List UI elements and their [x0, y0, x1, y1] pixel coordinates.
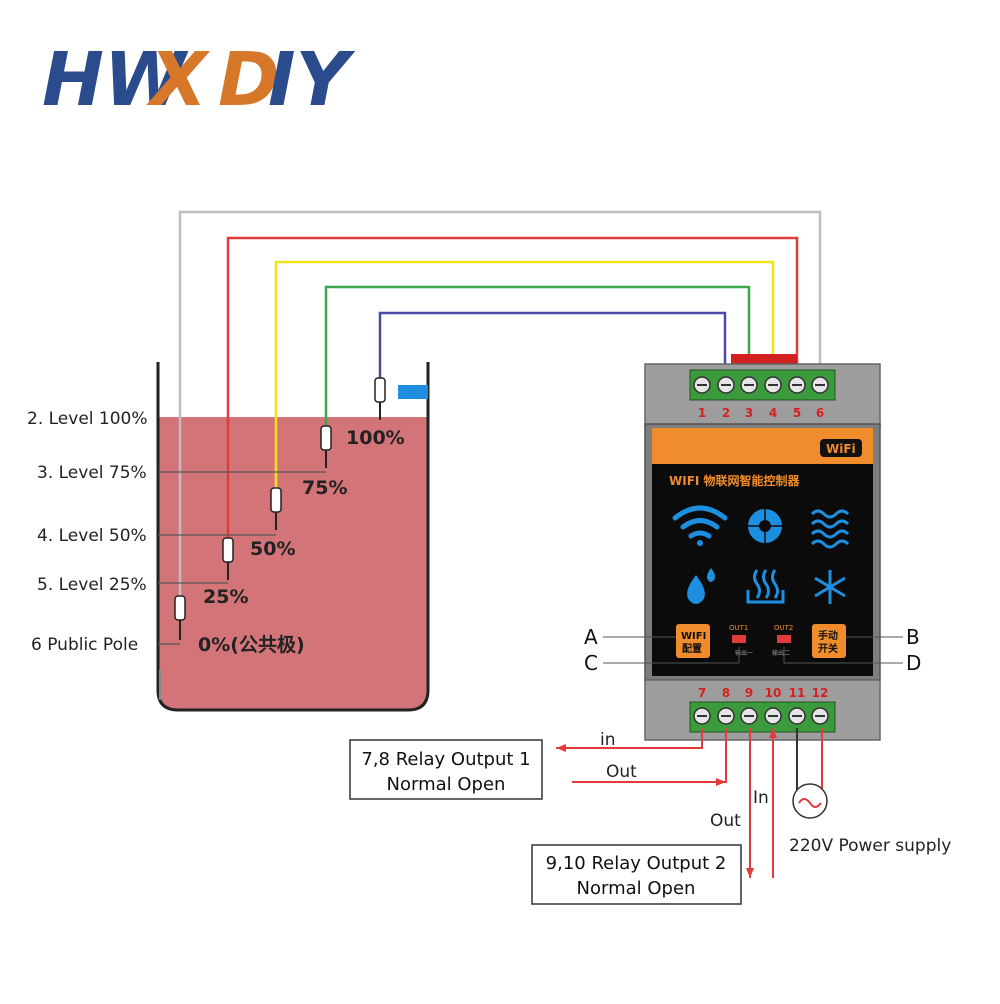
relay2-line1: 9,10 Relay Output 2: [546, 853, 727, 874]
level-leaders: [158, 471, 326, 645]
output-wires: [556, 728, 823, 878]
out1-indicator: [732, 635, 746, 643]
relay2-box: 9,10 Relay Output 2 Normal Open: [531, 844, 742, 905]
wifi-badge-text: WiFi: [826, 442, 856, 456]
wifi-config-line1: WIFI: [681, 631, 706, 642]
heating-icon: [746, 569, 785, 604]
top-terminal-screws: 1 2 3 4 5 6: [693, 376, 829, 420]
water-tank: [156, 362, 430, 712]
probes: [174, 377, 386, 640]
relay2-in-label: In: [753, 788, 769, 808]
manual-switch-line1: 手动: [818, 629, 838, 642]
relay1-line2: Normal Open: [387, 774, 506, 795]
manual-switch-button[interactable]: [812, 624, 846, 658]
level-label-50: 4. Level 50%: [37, 526, 147, 546]
callout-c: C: [584, 651, 598, 675]
top-terminal-number-3: 3: [745, 406, 753, 420]
out1-sub: 输出一: [735, 649, 753, 657]
callout-b: B: [906, 625, 920, 649]
wires: [178, 210, 822, 600]
bottom-terminal-number-11: 11: [789, 686, 806, 700]
wire-relay1-in: [556, 728, 703, 749]
public-pole-label: 6 Public Pole: [31, 635, 138, 655]
top-terminal-number-5: 5: [793, 406, 801, 420]
top-terminal-number-2: 2: [722, 406, 730, 420]
wifi-badge: [820, 439, 862, 457]
controller-device: WiFi WIFI 物联网智能控制器: [644, 354, 881, 741]
bottom-terminal-number-10: 10: [765, 686, 782, 700]
bottom-terminal-block: [689, 701, 836, 733]
top-terminal-block: [689, 369, 836, 401]
probe-label-100: 100%: [346, 427, 405, 449]
wire-red: [226, 236, 799, 545]
logo: HW X D IY: [42, 37, 356, 123]
wifi-config-button[interactable]: [676, 624, 710, 658]
fan-icon: [748, 509, 782, 543]
tank-water: [158, 417, 428, 710]
callouts: [603, 636, 903, 664]
waves-icon: [810, 509, 850, 549]
top-terminal-number-6: 6: [816, 406, 824, 420]
probe-50: [270, 487, 282, 530]
relay2-out-label: Out: [710, 811, 741, 831]
wire-yellow: [274, 260, 775, 495]
probe-100: [374, 377, 386, 420]
arrow-relay2-in: [769, 728, 777, 738]
probe-label-25: 25%: [203, 586, 248, 608]
relay1-line1: 7,8 Relay Output 1: [361, 749, 530, 770]
wifi-icon: [672, 505, 728, 546]
ac-power-symbol: [792, 783, 828, 819]
relay1-in-label: in: [600, 730, 616, 750]
probe-0: [174, 595, 186, 640]
wifi-config-line2: 配置: [682, 643, 702, 655]
callout-d: D: [906, 651, 921, 675]
panel-title: WIFI 物联网智能控制器: [669, 473, 801, 488]
bottom-terminal-number-7: 7: [698, 686, 706, 700]
top-terminal-number-4: 4: [769, 406, 777, 420]
probe-label-0: 0%(公共极): [198, 633, 305, 656]
snowflake-icon: [814, 570, 846, 604]
out2-sub: 输出二: [772, 649, 790, 657]
probe-label-75: 75%: [302, 477, 347, 499]
arrow-relay2-out: [746, 868, 754, 878]
out2-indicator: [777, 635, 791, 643]
out2-label: OUT2: [774, 624, 793, 632]
bottom-terminal-number-8: 8: [722, 686, 730, 700]
level-label-75: 3. Level 75%: [37, 463, 147, 483]
bottom-terminal-screws: 7 8 9 10 11 12: [693, 686, 829, 725]
logo-text-hw: HW: [42, 37, 189, 123]
level-label-25: 5. Level 25%: [37, 575, 147, 595]
relay1-out-label: Out: [606, 762, 637, 782]
callout-a: A: [584, 625, 598, 649]
relay1-box: 7,8 Relay Output 1 Normal Open: [349, 739, 543, 800]
logo-text-x: X: [146, 37, 211, 123]
logo-text-d: D: [218, 37, 279, 123]
relay2-line2: Normal Open: [577, 878, 696, 899]
manual-switch-line2: 开关: [818, 642, 838, 655]
probe-25: [222, 537, 234, 580]
power-label: 220V Power supply: [789, 836, 951, 856]
bottom-terminal-number-9: 9: [745, 686, 753, 700]
water-drop-icon: [687, 568, 715, 604]
probe-75: [320, 425, 332, 468]
top-terminal-number-1: 1: [698, 406, 706, 420]
arrow-relay1-out: [716, 778, 726, 786]
bottom-terminal-number-12: 12: [812, 686, 829, 700]
wire-gray: [178, 210, 822, 600]
arrow-relay1-in: [556, 744, 566, 752]
wire-green: [324, 285, 751, 432]
inlet-pipe: [398, 385, 428, 399]
out1-label: OUT1: [729, 624, 748, 632]
level-label-100: 2. Level 100%: [27, 409, 148, 429]
logo-text-iy: IY: [268, 37, 356, 123]
probe-label-50: 50%: [250, 538, 295, 560]
wire-blue: [378, 311, 727, 380]
